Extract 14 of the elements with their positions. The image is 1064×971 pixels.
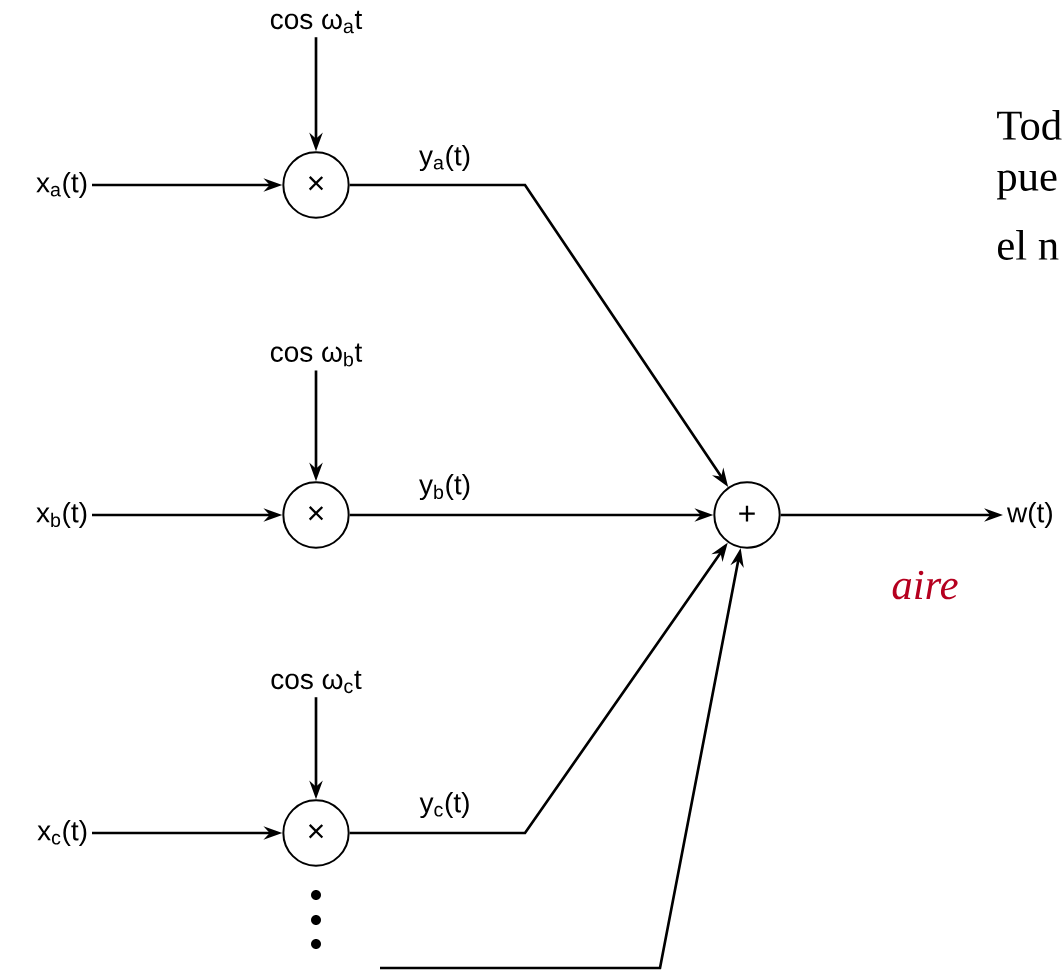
signal-label: x$_{c}$(t) — [37, 819, 87, 847]
signal-label: x$_{a}$(t) — [36, 171, 87, 199]
signal-label: w(t) — [1006, 501, 1052, 529]
note-text: pue — [997, 170, 1057, 200]
signal-label: cos ω$_{b}$t — [270, 343, 363, 367]
edge-label: y$_{c}$(t) — [418, 790, 472, 820]
note-text: el n — [998, 230, 1059, 260]
edge-label: y$_{b}$(t) — [417, 472, 473, 502]
signal-label: cos ω$_{c}$t — [271, 670, 362, 694]
note-text: Tod — [997, 110, 1062, 140]
medium-label: aire — [892, 570, 958, 600]
signal-label: x$_{b}$(t) — [36, 501, 87, 529]
edge-label: y$_{a}$(t) — [417, 143, 473, 173]
signal-label: cos ω$_{a}$t — [270, 10, 363, 34]
